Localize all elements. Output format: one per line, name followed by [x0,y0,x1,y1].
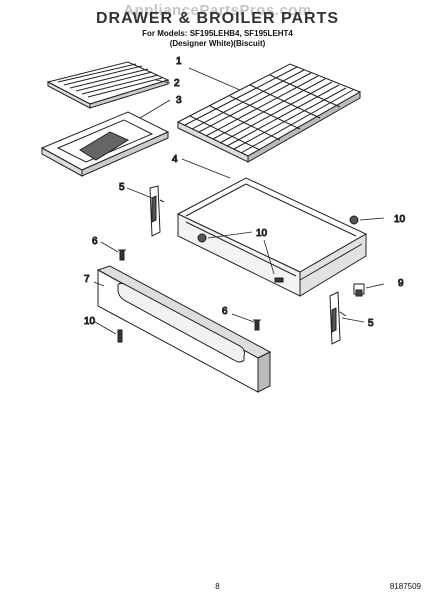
drawer-box-part [176,177,368,297]
fastener-right-part [349,215,359,225]
callout-3: 3 [176,95,182,106]
fastener-left-part [117,329,123,343]
fastener-bottom-part [274,277,284,283]
model-numbers: For Models: SF195LEHB4, SF195LEHT4 [142,29,293,38]
page-header: DRAWER & BROILER PARTS For Models: SF195… [0,4,435,48]
clip-part [353,283,365,297]
leader-lines [93,67,385,335]
watermark: AppliancePartsPros.com [123,2,312,19]
callout-7: 7 [84,274,90,285]
callout-6-lower: 6 [222,306,228,317]
document-code: 8187509 [389,582,421,591]
callout-2: 2 [174,78,180,89]
broiler-grid-part [46,61,170,109]
callout-5-lower: 5 [368,318,374,329]
callout-6-upper: 6 [92,236,98,247]
screw-upper-part [118,249,126,261]
page-title: DRAWER & BROILER PARTS [95,10,340,27]
callout-5-upper: 5 [119,182,125,193]
glide-right-part [329,291,347,345]
callout-1: 1 [176,56,182,67]
oven-rack-part [176,63,362,163]
callout-10-right: 10 [394,214,406,225]
color-variants: (Designer White)(Biscuit) [169,39,266,48]
fastener-drawer-part [197,233,207,243]
screw-lower-part [253,319,261,331]
callout-10-center: 10 [256,228,268,239]
glide-left-part [149,185,165,237]
callout-4: 4 [172,154,178,165]
broiler-pan-part [40,111,170,177]
callout-10-left: 10 [84,316,96,327]
page-number: 8 [215,582,220,591]
callout-9: 9 [398,278,404,289]
drawer-front-part [96,265,272,393]
